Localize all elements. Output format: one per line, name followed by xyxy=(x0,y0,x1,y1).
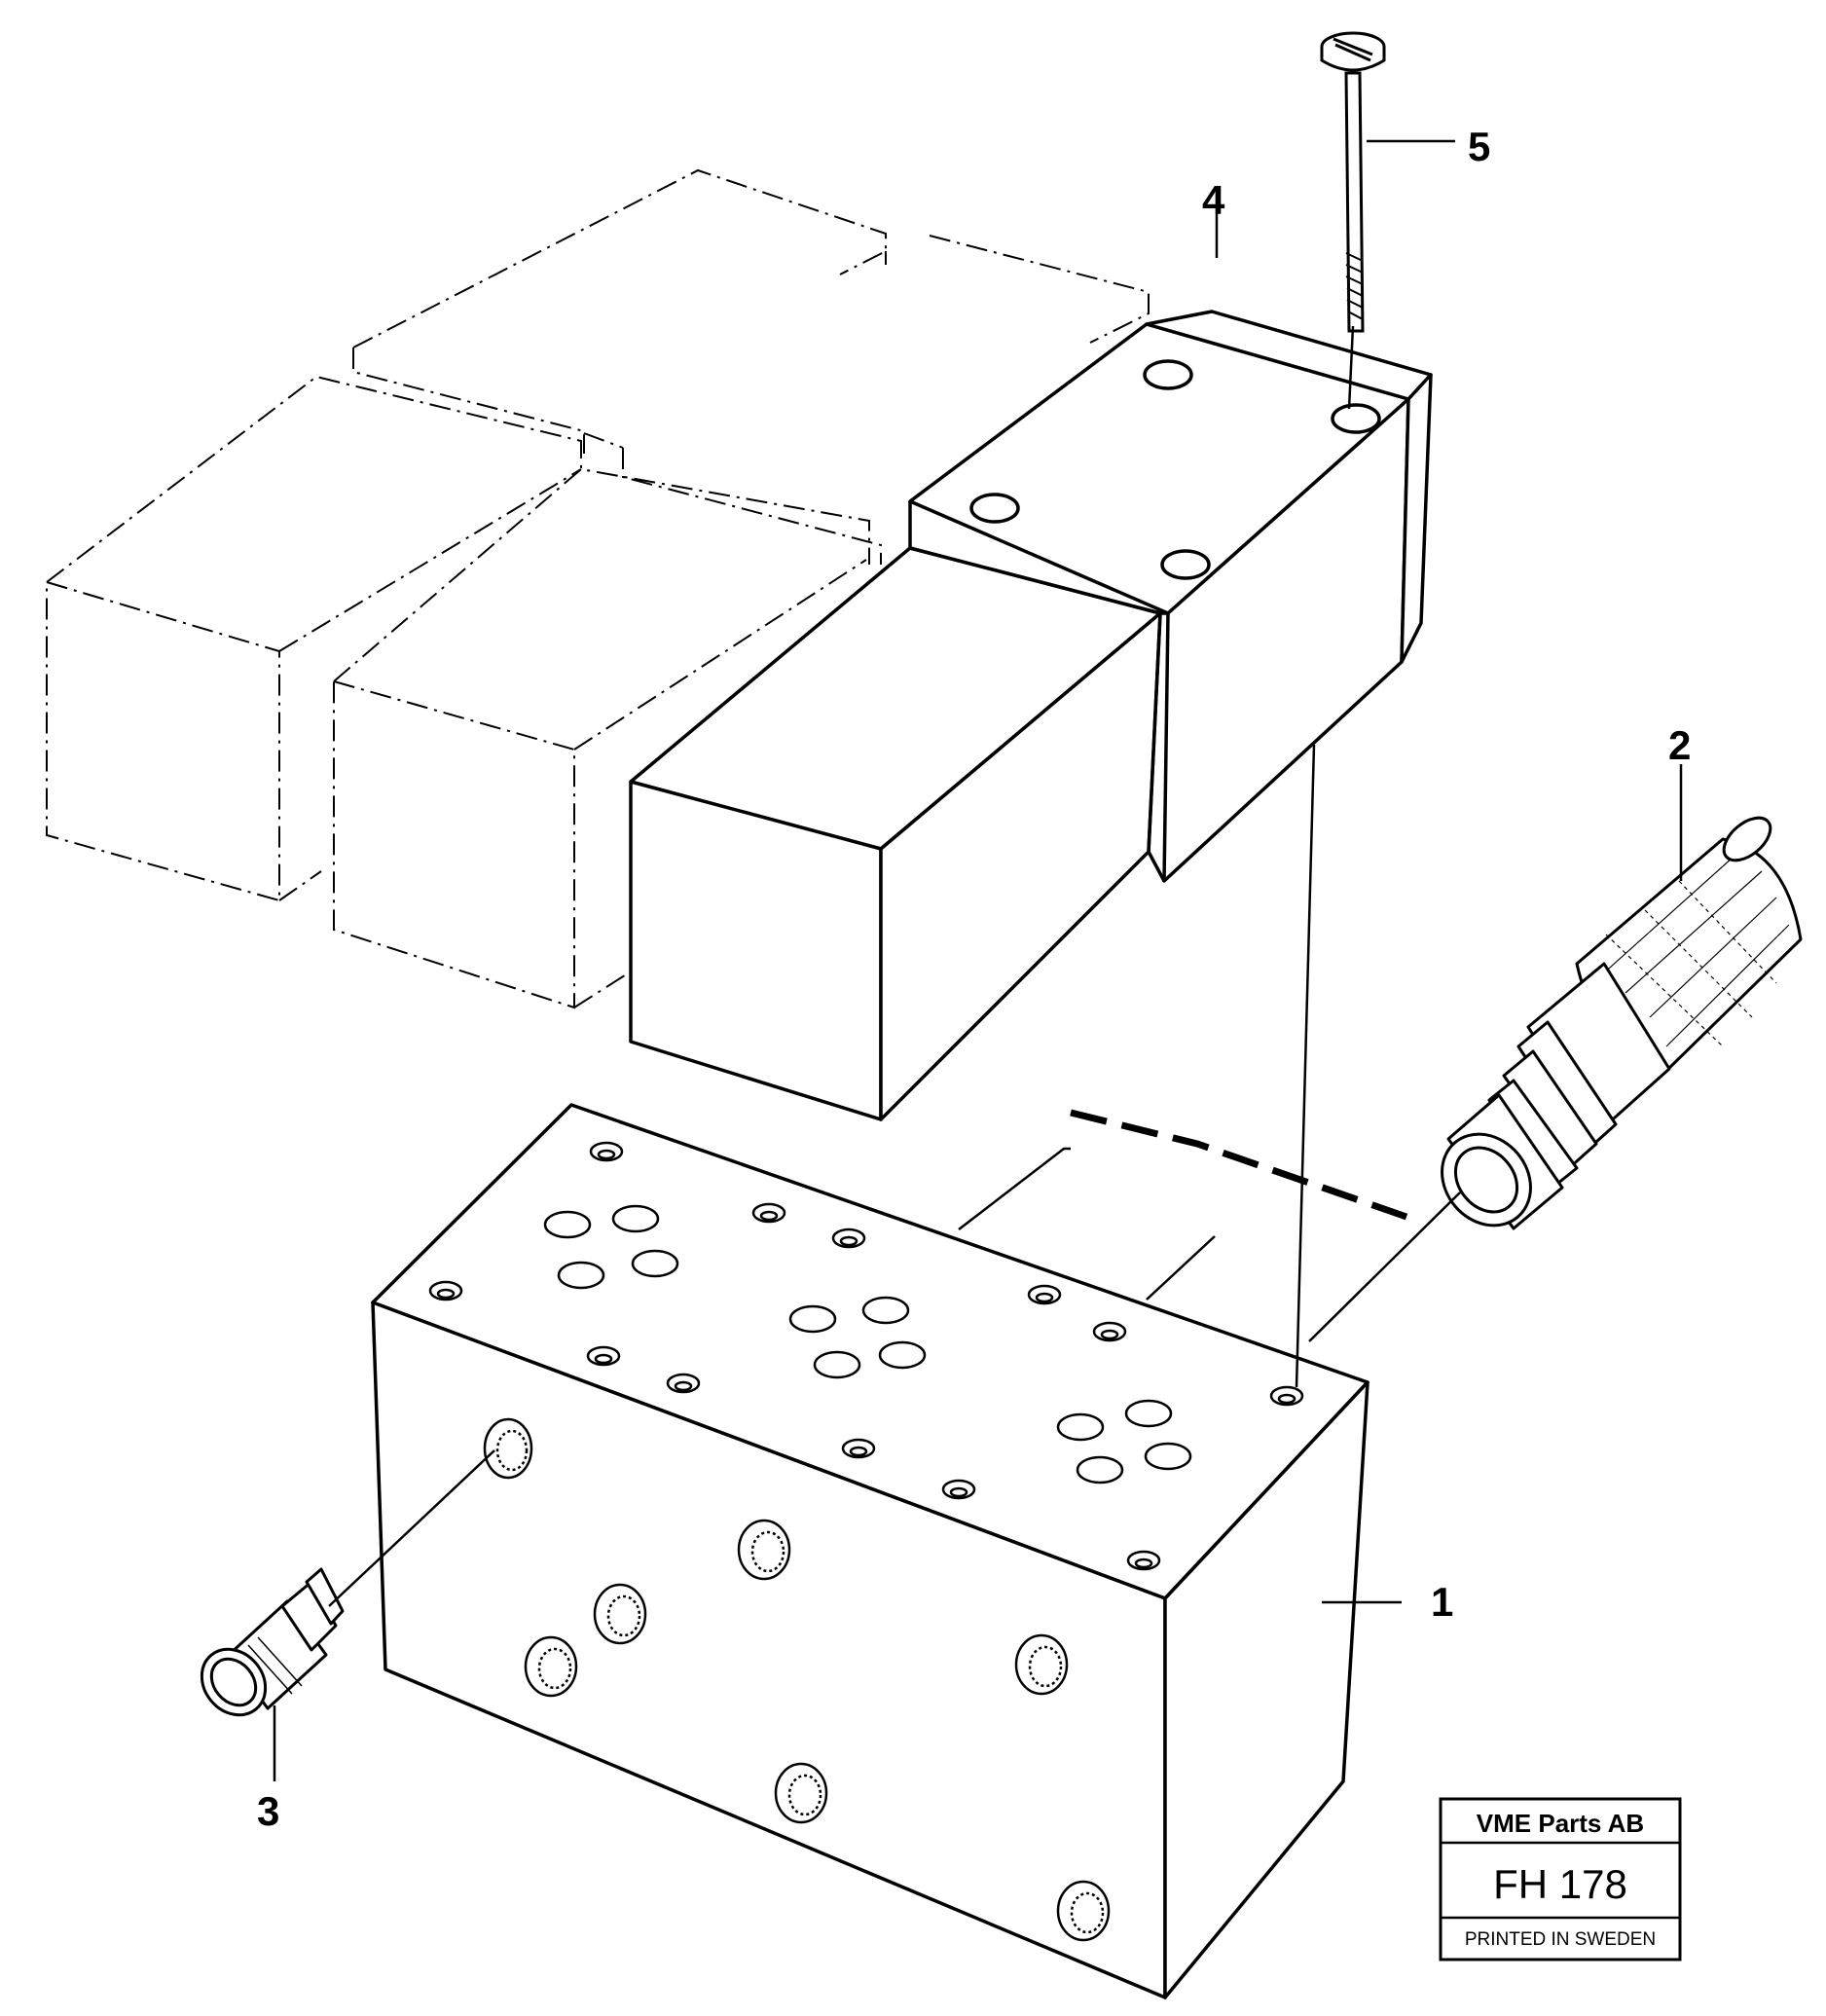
phantom-valve-outlines xyxy=(46,168,1150,1009)
callout-3: 3 xyxy=(257,1788,279,1834)
title-block-drawing-number: FH 178 xyxy=(1493,1861,1627,1907)
valve-block-small-holes xyxy=(428,1141,1304,1571)
title-block-frame xyxy=(1439,1797,1682,1961)
callout-leaders xyxy=(273,139,1683,1781)
solenoid-valve-part xyxy=(629,310,1433,1121)
callout-4: 4 xyxy=(1202,177,1225,223)
valve-block-threaded-ports xyxy=(483,1417,1111,1942)
callout-2: 2 xyxy=(1668,722,1691,768)
callout-5: 5 xyxy=(1468,124,1490,169)
assembly-lines xyxy=(328,325,1461,1607)
valve-block-port-groups xyxy=(543,1204,1192,1485)
title-block-printed: PRINTED IN SWEDEN xyxy=(1465,1929,1656,1950)
valve-block-part xyxy=(371,1103,1370,1999)
title-block: VME Parts AB FH 178 PRINTED IN SWEDEN xyxy=(1439,1797,1682,1961)
callout-1: 1 xyxy=(1431,1579,1453,1625)
nipple-fitting-part xyxy=(200,1567,345,1717)
port-alignment-dashed-line xyxy=(1070,1109,1408,1221)
pressure-valve-part xyxy=(1441,816,1803,1230)
screw-part xyxy=(1320,31,1386,333)
title-block-company: VME Parts AB xyxy=(1477,1809,1644,1838)
